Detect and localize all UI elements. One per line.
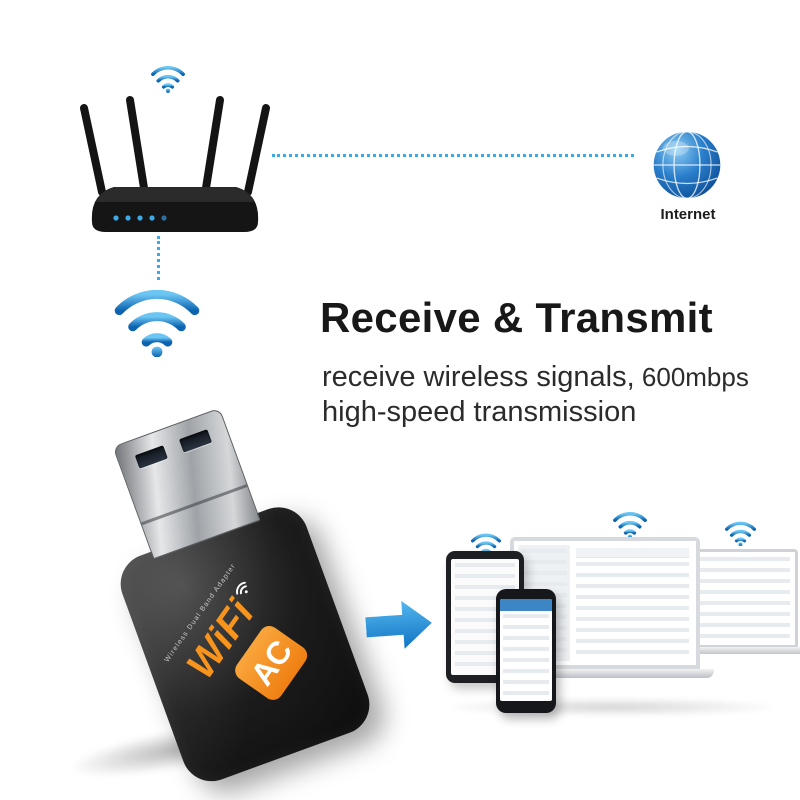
devices-shadow: [438, 697, 786, 717]
screen-content: [503, 614, 549, 701]
wifi-icon: [235, 581, 248, 594]
globe-icon: [650, 128, 724, 202]
signal-path-line-horizontal: [272, 154, 634, 157]
phone-device: [496, 589, 556, 713]
wifi-icon: [612, 508, 648, 539]
wifi-icon: [112, 280, 202, 358]
devices-cluster: [430, 505, 800, 720]
adapter-print: Wireless Dual Band Adapter WiFi AC: [163, 562, 327, 726]
adapter-body: Wireless Dual Band Adapter WiFi AC: [112, 498, 378, 790]
screen-content: [576, 562, 689, 658]
wifi-icon: [724, 518, 757, 547]
usb-connector-slot: [179, 429, 213, 453]
subtitle-text: receive wireless signals, 600mbps high-s…: [322, 360, 749, 431]
wifi-icon: [150, 62, 186, 93]
laptop-base: [632, 647, 800, 654]
usb-connector-slot: [134, 445, 168, 469]
phone-app-header: [500, 599, 552, 611]
usb-connector-seam: [141, 484, 248, 526]
screen-toolbar: [576, 548, 689, 558]
signal-path-line-vertical: [157, 236, 160, 280]
subtitle-line2: high-speed transmission: [322, 396, 637, 429]
subtitle-speed: 600mbps: [634, 362, 749, 392]
subtitle-line1: receive wireless signals,: [322, 361, 635, 393]
usb-wifi-adapter-image: Wireless Dual Band Adapter WiFi AC: [72, 393, 380, 790]
router-graphic: [80, 96, 270, 232]
phone-screen: [500, 599, 552, 701]
router-illustration: [80, 90, 270, 235]
internet-label: Internet: [660, 206, 716, 223]
adapter-brand-row: WiFi: [178, 577, 272, 686]
screen-main: [573, 545, 692, 661]
page-title: Receive & Transmit: [320, 294, 713, 341]
right-arrow-icon: [364, 596, 436, 657]
laptop-base: [496, 669, 714, 678]
